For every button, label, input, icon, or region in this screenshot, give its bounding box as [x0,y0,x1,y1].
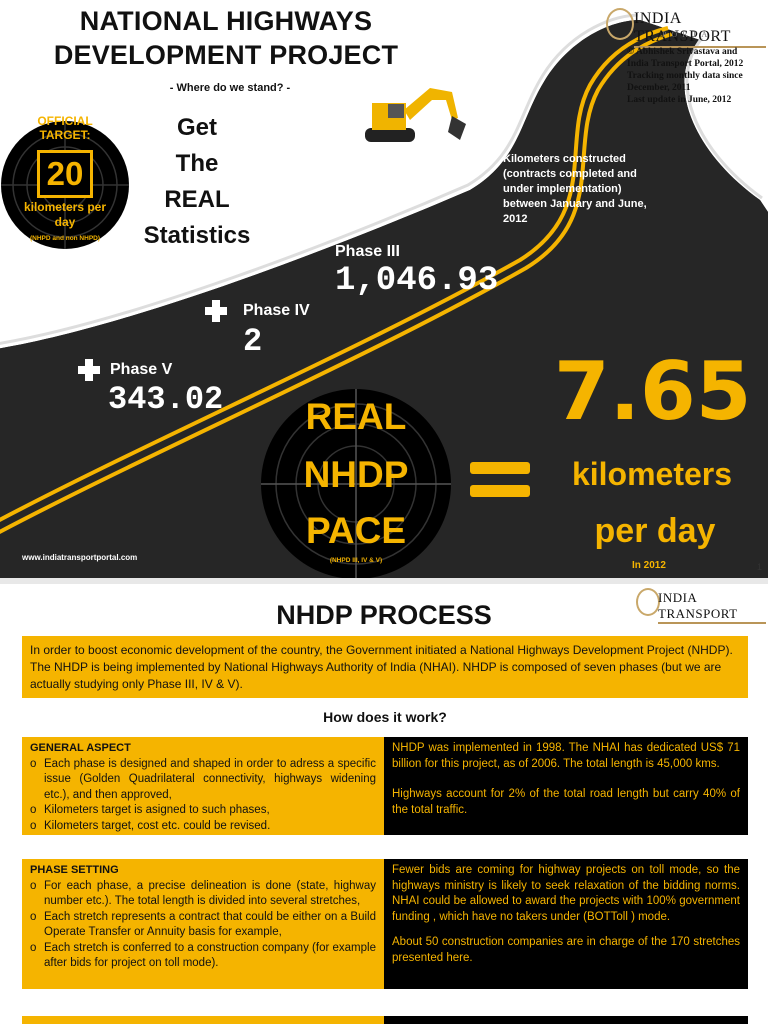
logo-main-text: INDIA TRANSPORT [658,590,766,624]
target-note: (NHPD and non NHPD) [29,235,101,242]
copyright-line: Last update in June, 2012 [627,95,732,105]
official-target-label: OFFICIAL TARGET: [10,114,120,142]
title-line-2: DEVELOPMENT PROJECT [53,40,399,70]
real-stats-line: Get [176,114,217,141]
pace-roundel [261,389,451,578]
how-heading: How does it work? [323,709,447,725]
next-row-yellow-cell [22,1016,384,1024]
logo-swirl-icon [636,588,660,616]
intro-paragraph: In order to boost economic development o… [22,636,748,698]
page-title: NATIONAL HIGHWAYS DEVELOPMENT PROJECT [30,4,422,72]
title-line-1: NATIONAL HIGHWAYS [79,6,373,36]
phase-setting-heading: PHASE SETTING [30,864,119,876]
real-stats-line: Statistics [143,222,251,249]
slide-2: NHDP PROCESS INDIA TRANSPORT In order to… [0,584,768,1024]
result-unit-line-1: kilometers [571,456,733,492]
copyright-line: Tracking monthly data since [627,71,743,81]
note-paragraph: NHDP was implemented in 1998. The NHAI h… [392,742,740,770]
real-stats-line: The [175,150,219,177]
phase-setting-notes: Fewer bids are coming for highway projec… [384,859,748,989]
target-line-1: OFFICIAL [37,114,93,128]
logo-swirl-icon [606,8,634,40]
phase-setting-cell: PHASE SETTING For each phase, a precise … [22,859,384,989]
general-aspect-cell: GENERAL ASPECT Each phase is designed an… [22,737,384,835]
result-year: In 2012 [632,560,666,571]
next-row-black-cell [384,1016,748,1024]
general-aspect-list: Each phase is designed and shaped in ord… [30,757,376,835]
phase-setting-list: For each phase, a precise delineation is… [30,879,376,972]
target-value-box: 20 [37,150,93,198]
slide-1: NATIONAL HIGHWAYS DEVELOPMENT PROJECT - … [0,4,768,578]
plus-icon [78,359,100,381]
note-paragraph: About 50 construction companies are in c… [392,936,740,964]
list-item: Each phase is designed and shaped in ord… [30,757,376,804]
equals-icon [470,462,530,474]
process-title: NHDP PROCESS [276,600,492,630]
list-item: Kilometers target, cost etc. could be re… [30,819,376,835]
equals-icon [470,485,530,497]
list-item: Each stretch represents a contract that … [30,910,376,941]
copyright-block: © Abhishek Srivastava and India Transpor… [627,46,767,106]
note-paragraph: Fewer bids are coming for highway projec… [392,864,740,923]
pace-word-nhdp: NHDP [303,454,409,495]
result-value: 7.65 [554,345,752,438]
phase-iii-value: 1,046.93 [335,262,499,300]
target-value: 20 [46,155,84,192]
target-unit: kilometers per day [8,200,122,230]
copyright-line: December, 2011 [627,83,691,93]
phase-v-label: Phase V [110,361,173,378]
general-aspect-notes: NHDP was implemented in 1998. The NHAI h… [384,737,748,835]
phase-iv-label: Phase IV [243,302,310,319]
phase-v-value: 343.02 [108,381,224,418]
logo-sub-text: PORTAL [662,30,722,39]
km-note-line: between January and June, [503,198,647,210]
excavator-icon [365,88,466,142]
page-number: 1 [757,562,763,572]
general-aspect-heading: GENERAL ASPECT [30,742,131,754]
pace-note: (NHPD III, IV & V) [329,557,383,564]
road-illustration [0,13,768,578]
copyright-line: India Transport Portal, 2012 [627,59,744,69]
km-note-line: (contracts completed and [503,168,637,180]
km-note-line: under implementation) [503,183,622,195]
kilometers-note: Kilometers constructed (contracts comple… [503,152,673,227]
list-item: For each phase, a precise delineation is… [30,879,376,910]
list-item: Kilometers target is asigned to such pha… [30,803,376,819]
result-unit-line-2: per day [594,512,716,550]
km-note-line: 2012 [503,213,528,225]
plus-icon [205,300,227,322]
copyright-line: © Abhishek Srivastava and [627,47,738,57]
logo-main-text: INDIA TRANSPORT [634,10,766,48]
phase-iv-value: 2 [243,323,263,360]
real-statistics-heading: Get The REAL Statistics [128,110,266,254]
target-line-2: TARGET: [39,128,91,142]
target-unit-1: kilometers per [23,200,107,214]
target-unit-2: day [54,215,76,229]
slide-separator [0,578,768,584]
website-link[interactable]: www.indiatransportportal.com [22,553,138,562]
km-note-line: Kilometers constructed [503,153,626,165]
list-item: Each stretch is conferred to a construct… [30,941,376,972]
note-paragraph: Highways account for 2% of the total roa… [392,788,740,816]
phase-iii-label: Phase III [335,243,400,260]
real-stats-line: REAL [164,186,230,213]
pace-word-real: REAL [305,396,407,437]
pace-word-pace: PACE [305,510,407,551]
subtitle: - Where do we stand? - [169,82,291,94]
